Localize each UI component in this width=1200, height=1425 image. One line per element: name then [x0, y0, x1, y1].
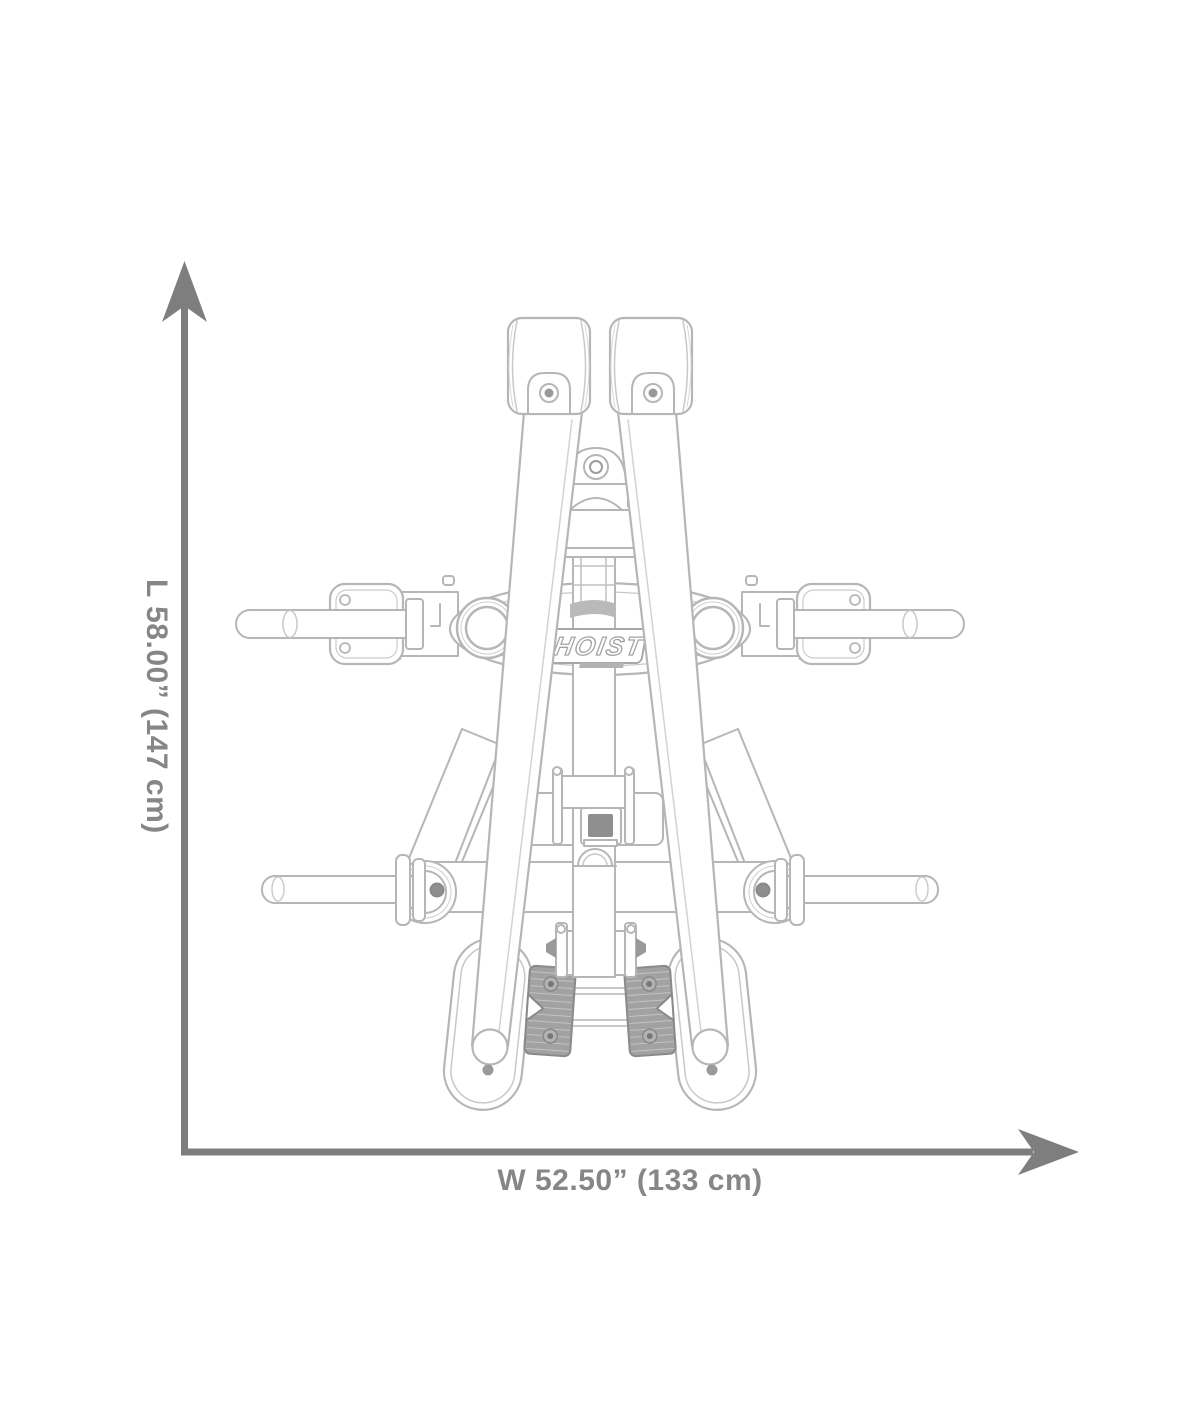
brand-logo-text: HOIST [552, 631, 647, 661]
right-press-arm [616, 410, 730, 1076]
upper-right-handle [776, 598, 965, 650]
right-arrow-icon [1018, 1129, 1079, 1175]
right-tread-plate [623, 964, 677, 1058]
lower-left-handle [261, 854, 445, 926]
center-clamp-assembly [552, 766, 635, 867]
width-dimension-label: W 52.50” (133 cm) [497, 1164, 763, 1197]
left-tread-plate [523, 964, 577, 1058]
width-dimension-arrow [181, 1129, 1079, 1175]
foot-rails [566, 987, 634, 1027]
length-dimension-arrow [162, 261, 207, 1152]
right-shoulder-pad [608, 316, 694, 416]
lower-right-handle [755, 854, 939, 926]
center-column [570, 547, 616, 978]
up-arrow-icon [162, 261, 207, 322]
length-dimension-label: L 58.00” (147 cm) [140, 578, 173, 834]
left-shoulder-pad [506, 316, 592, 416]
brand-logo-plate: HOIST [546, 628, 648, 668]
upper-left-handle [235, 598, 424, 650]
